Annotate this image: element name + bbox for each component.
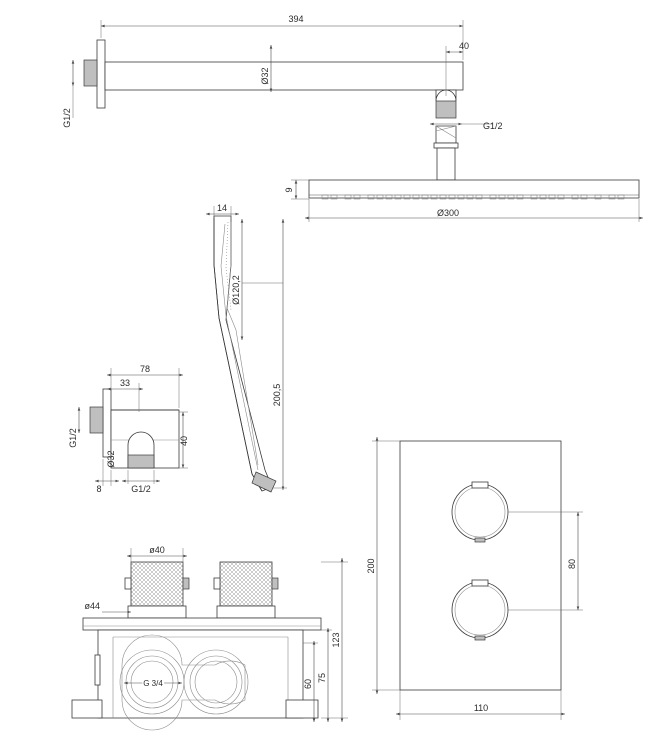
dim-80-label: 80 — [567, 559, 577, 569]
valve-outlet-blob — [121, 634, 246, 731]
handshower-connector — [251, 471, 277, 493]
g34-label: G 3/4 — [143, 679, 163, 688]
faceplate-knob-bottom-notch — [474, 635, 486, 641]
valve-plate-slab — [82, 617, 322, 631]
valve-knob-2 — [219, 561, 273, 607]
arm-collar — [433, 142, 459, 149]
handshower-body — [213, 215, 273, 492]
dim-2005-label: 200,5 — [272, 384, 282, 407]
faceplate-knob-bottom-tab — [471, 579, 489, 587]
view-valve-body: G 3/4 ø40 ø44 123 75 60 — [71, 545, 348, 731]
view-shower-arm: 394 Ø32 40 G1/2 G1/2 — [62, 14, 503, 181]
elbow-wall-plate — [102, 388, 112, 458]
valve-knob-1 — [130, 561, 184, 607]
dim-40b-label: 40 — [179, 436, 189, 446]
arm-coupling-hatch — [435, 125, 457, 139]
valve-knob-2-lug-right — [271, 577, 279, 590]
g12-left-label: G1/2 — [62, 108, 72, 128]
valve-foot-left — [71, 699, 103, 719]
valve-knob-2-lug-left — [213, 577, 221, 590]
dim-o40-label: ø40 — [149, 545, 165, 555]
valve-body-box — [97, 629, 304, 719]
valve-circle-r-inner — [194, 660, 238, 704]
elbow-outlet-thread — [127, 454, 155, 469]
view-hand-shower: 14 Ø120,2 200,5 — [206, 203, 287, 493]
valve-foot-right — [285, 699, 319, 719]
faceplate-knob-top-tab — [471, 481, 489, 489]
handshower-inner-left — [220, 223, 259, 471]
g12-outlet-label: G1/2 — [483, 121, 503, 131]
dim-d300-label: Ø300 — [437, 208, 459, 218]
valve-knob-2-base — [216, 605, 276, 619]
dim-200-label: 200 — [366, 558, 376, 573]
arm-thread-block — [83, 59, 98, 87]
head-nozzle-group — [321, 194, 625, 200]
handshower-inner-right — [226, 222, 259, 466]
arm-coupling-hatch2 — [435, 125, 457, 132]
dim-d32-label: Ø32 — [260, 67, 270, 84]
elbow-g12-left-label: G1/2 — [68, 428, 78, 448]
dim-394-label: 394 — [288, 14, 303, 24]
head-plate — [308, 179, 640, 199]
valve-circle-r-mid — [189, 655, 243, 709]
view-wall-elbow: 78 33 G1/2 Ø32 40 8 G1/2 — [68, 364, 189, 494]
valve-knob-1-lug-left — [124, 577, 132, 590]
faceplate-knob-top-notch — [474, 537, 486, 543]
faceplate-rect — [399, 440, 562, 691]
dim-14-label: 14 — [217, 203, 227, 213]
dim-d120-label: Ø120,2 — [231, 275, 241, 305]
dim-60-label: 60 — [303, 679, 313, 689]
arm-wall-flange — [96, 39, 106, 109]
view-face-plate: 200 80 110 — [366, 437, 583, 720]
handshower-spray-line — [225, 221, 232, 311]
dim-123-label: 123 — [331, 632, 341, 647]
elbow-d32-label: Ø32 — [106, 450, 116, 467]
dim-o44-label: ø44 — [84, 601, 100, 611]
dim-40-label: 40 — [459, 41, 469, 51]
view-shower-head: 9 Ø300 — [284, 179, 643, 222]
arm-stem — [436, 147, 456, 181]
dim-110-label: 110 — [474, 703, 488, 713]
elbow-g12-bot-label: G1/2 — [131, 484, 151, 494]
arm-outlet-thread — [435, 100, 457, 119]
valve-circle-r-outer — [183, 649, 249, 715]
valve-knob-1-base — [127, 605, 187, 619]
valve-side-tab — [94, 654, 101, 686]
valve-knob-1-lug-right — [182, 577, 190, 590]
dim-9-label: 9 — [284, 187, 294, 192]
dim-78-label: 78 — [140, 364, 150, 374]
dim-8-label: 8 — [96, 484, 101, 494]
dim-75-label: 75 — [317, 673, 327, 683]
elbow-thread-block — [89, 406, 104, 434]
dim-33-label: 33 — [120, 378, 130, 388]
arm-tube — [104, 61, 464, 91]
